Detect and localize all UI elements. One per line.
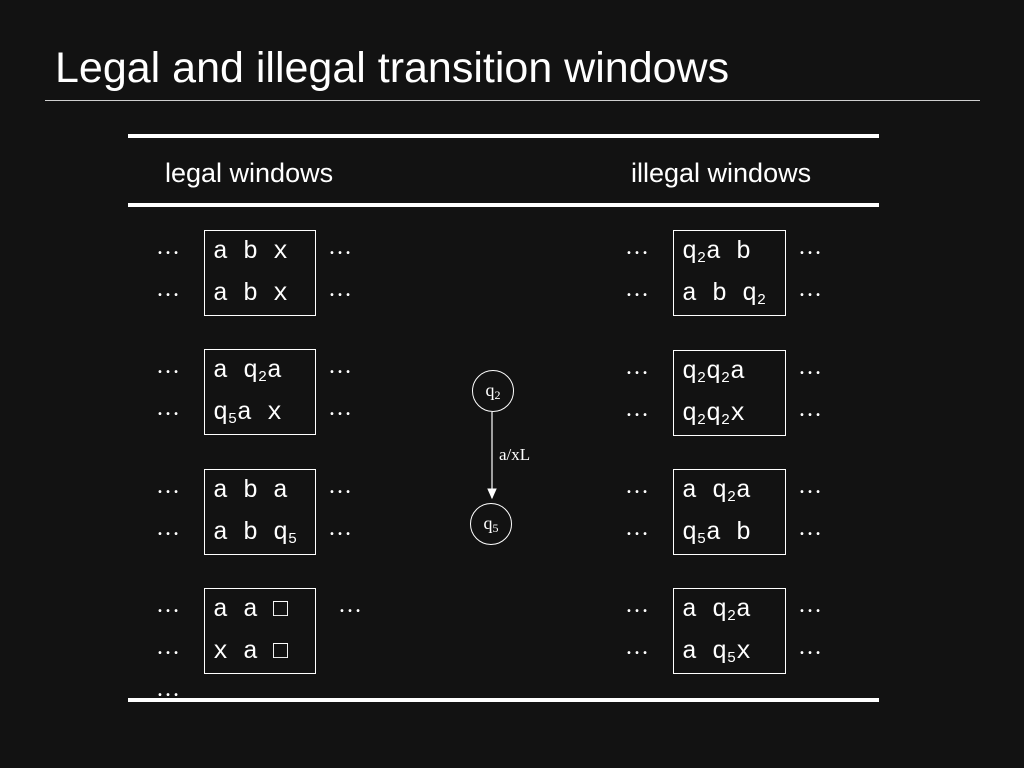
title-divider: [45, 100, 980, 101]
ellipsis: …: [798, 276, 822, 302]
legal-window-top-row: a b a: [213, 476, 289, 505]
ellipsis: …: [625, 354, 649, 380]
illegal-window-bottom-row: a b q2: [682, 279, 767, 309]
ellipsis: …: [798, 354, 822, 380]
legal-window-bottom-row: q5a x: [213, 398, 283, 428]
ellipsis: …: [625, 234, 649, 260]
ellipsis: …: [625, 396, 649, 422]
legal-window-top-row: a q2a: [213, 356, 283, 386]
illegal-window-top-row: q2a b: [682, 237, 752, 267]
illegal-window-bottom-row: a q5x: [682, 637, 752, 667]
illegal-window-box: a q2a q5a b: [673, 469, 786, 555]
ellipsis: …: [798, 515, 822, 541]
table-top-rule: [128, 134, 879, 138]
ellipsis: …: [156, 276, 180, 302]
legal-window-box: a b x a b x: [204, 230, 316, 316]
ellipsis: …: [328, 473, 352, 499]
illegal-windows-header: illegal windows: [631, 158, 812, 188]
ellipsis: …: [156, 634, 180, 660]
illegal-window-bottom-row: q2q2x: [682, 399, 746, 429]
ellipsis: …: [625, 592, 649, 618]
ellipsis: …: [328, 234, 352, 260]
legal-window-top-row: a b x: [213, 237, 289, 266]
state-node-q2: q2: [472, 370, 514, 412]
state-diagram: [487, 412, 497, 500]
legal-window-bottom-row: a b q5: [213, 518, 298, 548]
illegal-window-top-row: q2q2a: [682, 357, 746, 387]
ellipsis: …: [328, 395, 352, 421]
ellipsis: …: [798, 473, 822, 499]
ellipsis: …: [338, 592, 362, 618]
ellipsis: …: [798, 634, 822, 660]
ellipsis: …: [625, 634, 649, 660]
legal-window-top-row: a a □: [213, 595, 289, 624]
legal-windows-header: legal windows: [165, 158, 334, 188]
ellipsis: …: [156, 473, 180, 499]
ellipsis: …: [156, 676, 180, 702]
ellipsis: …: [156, 515, 180, 541]
ellipsis: …: [328, 353, 352, 379]
table-bottom-rule: [128, 698, 879, 702]
ellipsis: …: [156, 592, 180, 618]
illegal-window-bottom-row: q5a b: [682, 518, 752, 548]
ellipsis: …: [328, 515, 352, 541]
ellipsis: …: [625, 473, 649, 499]
legal-window-box: a a □ x a □: [204, 588, 316, 674]
ellipsis: …: [625, 276, 649, 302]
ellipsis: …: [798, 396, 822, 422]
illegal-window-top-row: a q2a: [682, 476, 752, 506]
ellipsis: …: [798, 592, 822, 618]
illegal-window-box: a q2a a q5x: [673, 588, 786, 674]
illegal-window-box: q2q2a q2q2x: [673, 350, 786, 436]
ellipsis: …: [156, 234, 180, 260]
state-node-q5: q5: [470, 503, 512, 545]
transition-label: a/xL: [499, 445, 531, 464]
ellipsis: …: [156, 395, 180, 421]
illegal-window-top-row: a q2a: [682, 595, 752, 625]
legal-window-box: a b a a b q5: [204, 469, 316, 555]
ellipsis: …: [625, 515, 649, 541]
illegal-window-box: q2a b a b q2: [673, 230, 786, 316]
legal-window-bottom-row: a b x: [213, 279, 289, 308]
header-bottom-rule: [128, 203, 879, 207]
legal-window-box: a q2a q5a x: [204, 349, 316, 435]
ellipsis: …: [328, 276, 352, 302]
ellipsis: …: [156, 353, 180, 379]
slide-title: Legal and illegal transition windows: [55, 44, 730, 92]
legal-window-bottom-row: x a □: [213, 637, 289, 666]
ellipsis: …: [798, 234, 822, 260]
